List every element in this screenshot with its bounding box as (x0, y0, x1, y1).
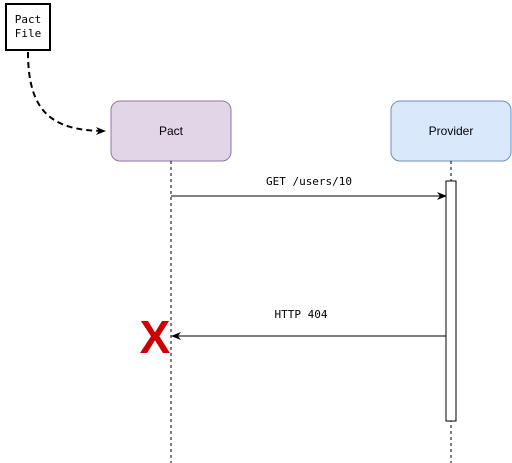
request-message: GET /users/10 (171, 175, 447, 200)
response-message-label: HTTP 404 (275, 308, 328, 321)
pact-file-label-line2: File (15, 27, 42, 40)
failure-cross-mark: X (140, 311, 171, 363)
request-message-label: GET /users/10 (266, 175, 352, 188)
provider-activation-bar (445, 180, 457, 422)
pact-participant-label: Pact (159, 124, 184, 138)
response-message: HTTP 404 (171, 308, 446, 340)
pact-file-connector (27, 51, 106, 135)
provider-participant: Provider (390, 100, 512, 162)
pact-file-node: Pact File (5, 3, 51, 51)
provider-participant-label: Provider (429, 124, 474, 138)
pact-participant: Pact (110, 100, 232, 162)
pact-file-label-line1: Pact (15, 13, 42, 26)
